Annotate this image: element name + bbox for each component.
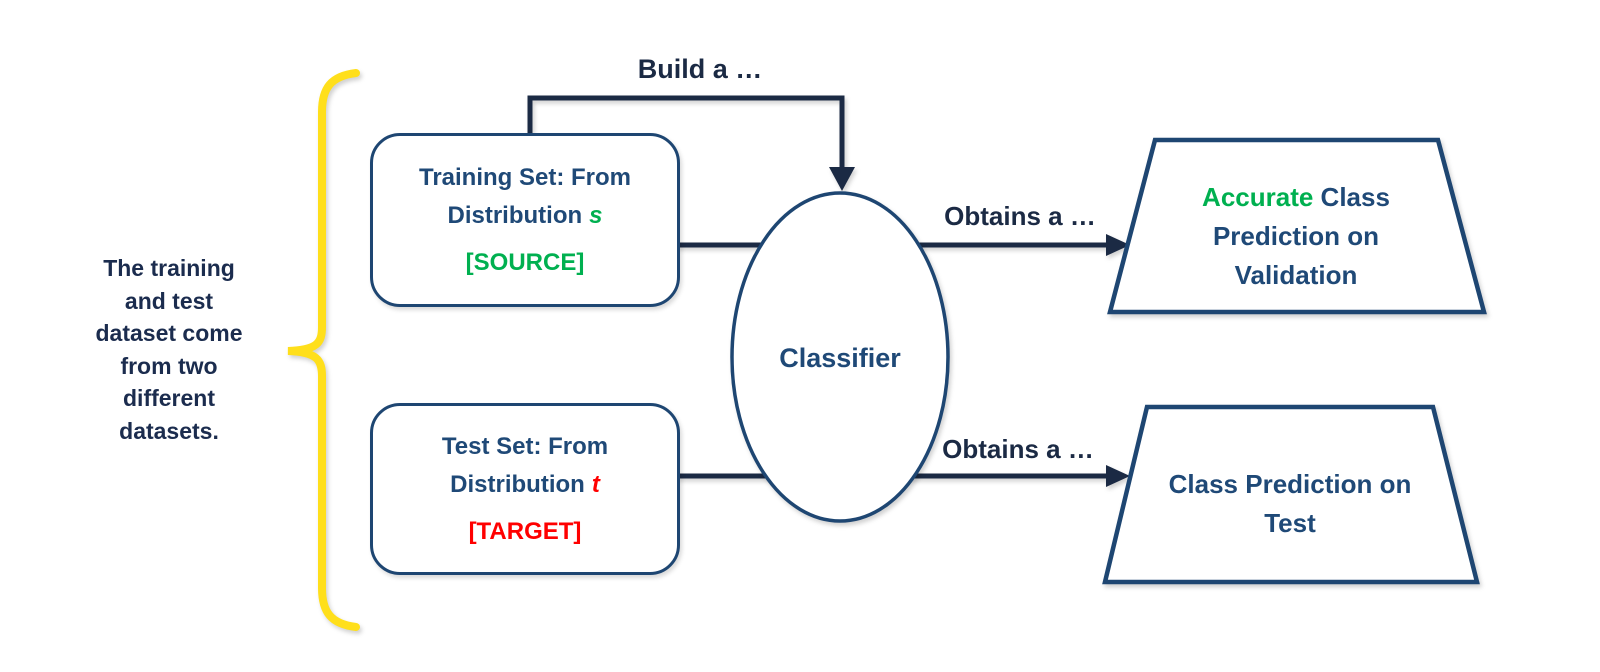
source-distribution-symbol: s [589, 201, 603, 229]
note-line: datasets. [119, 417, 219, 444]
build-arrow-head [829, 167, 855, 191]
validation-output-line1: Accurate Class [1146, 178, 1446, 217]
note-line: from two [120, 352, 218, 379]
obtains-bottom-arrow-head [1106, 465, 1130, 487]
note-line: dataset come [95, 320, 243, 346]
test-output-text: Class Prediction on Test [1140, 465, 1440, 543]
classifier-ellipse [730, 191, 950, 523]
note-line: The training [103, 255, 235, 281]
obtains-top-arrow-head [1106, 234, 1130, 256]
classifier-label: Classifier [779, 343, 901, 373]
test-box-line2-prefix: Distribution [450, 470, 585, 498]
training-box-line2-prefix: Distribution [447, 201, 583, 229]
test-output-trapezoid [1102, 404, 1480, 585]
validation-output-line2: Prediction on [1212, 221, 1380, 251]
obtains-label-top: Obtains a … [944, 201, 1096, 231]
validation-output-line3: Validation [1234, 260, 1358, 290]
training-box-line1: Training Set: From [418, 163, 631, 191]
build-arrow-line [527, 95, 845, 170]
note-line: different [123, 385, 215, 411]
note-text: The training and test dataset come from … [58, 252, 280, 447]
curly-brace [287, 69, 360, 631]
obtains-label-bottom: Obtains a … [942, 434, 1094, 464]
build-arrow-label: Build a … [637, 54, 763, 84]
accurate-highlight: Accurate [1202, 182, 1314, 212]
source-tag: [SOURCE] [465, 248, 585, 276]
test-output-line2: Test [1264, 508, 1316, 538]
validation-output-line1-rest: Class [1313, 182, 1390, 212]
test-box-line1: Test Set: From [441, 432, 609, 460]
note-line: and test [124, 287, 214, 314]
target-distribution-symbol: t [591, 470, 600, 498]
validation-output-trapezoid [1107, 137, 1487, 315]
test-output-line1: Class Prediction on [1168, 469, 1412, 499]
validation-output-text: Accurate Class Prediction on Validation [1146, 178, 1446, 295]
target-tag: [TARGET] [468, 517, 582, 545]
